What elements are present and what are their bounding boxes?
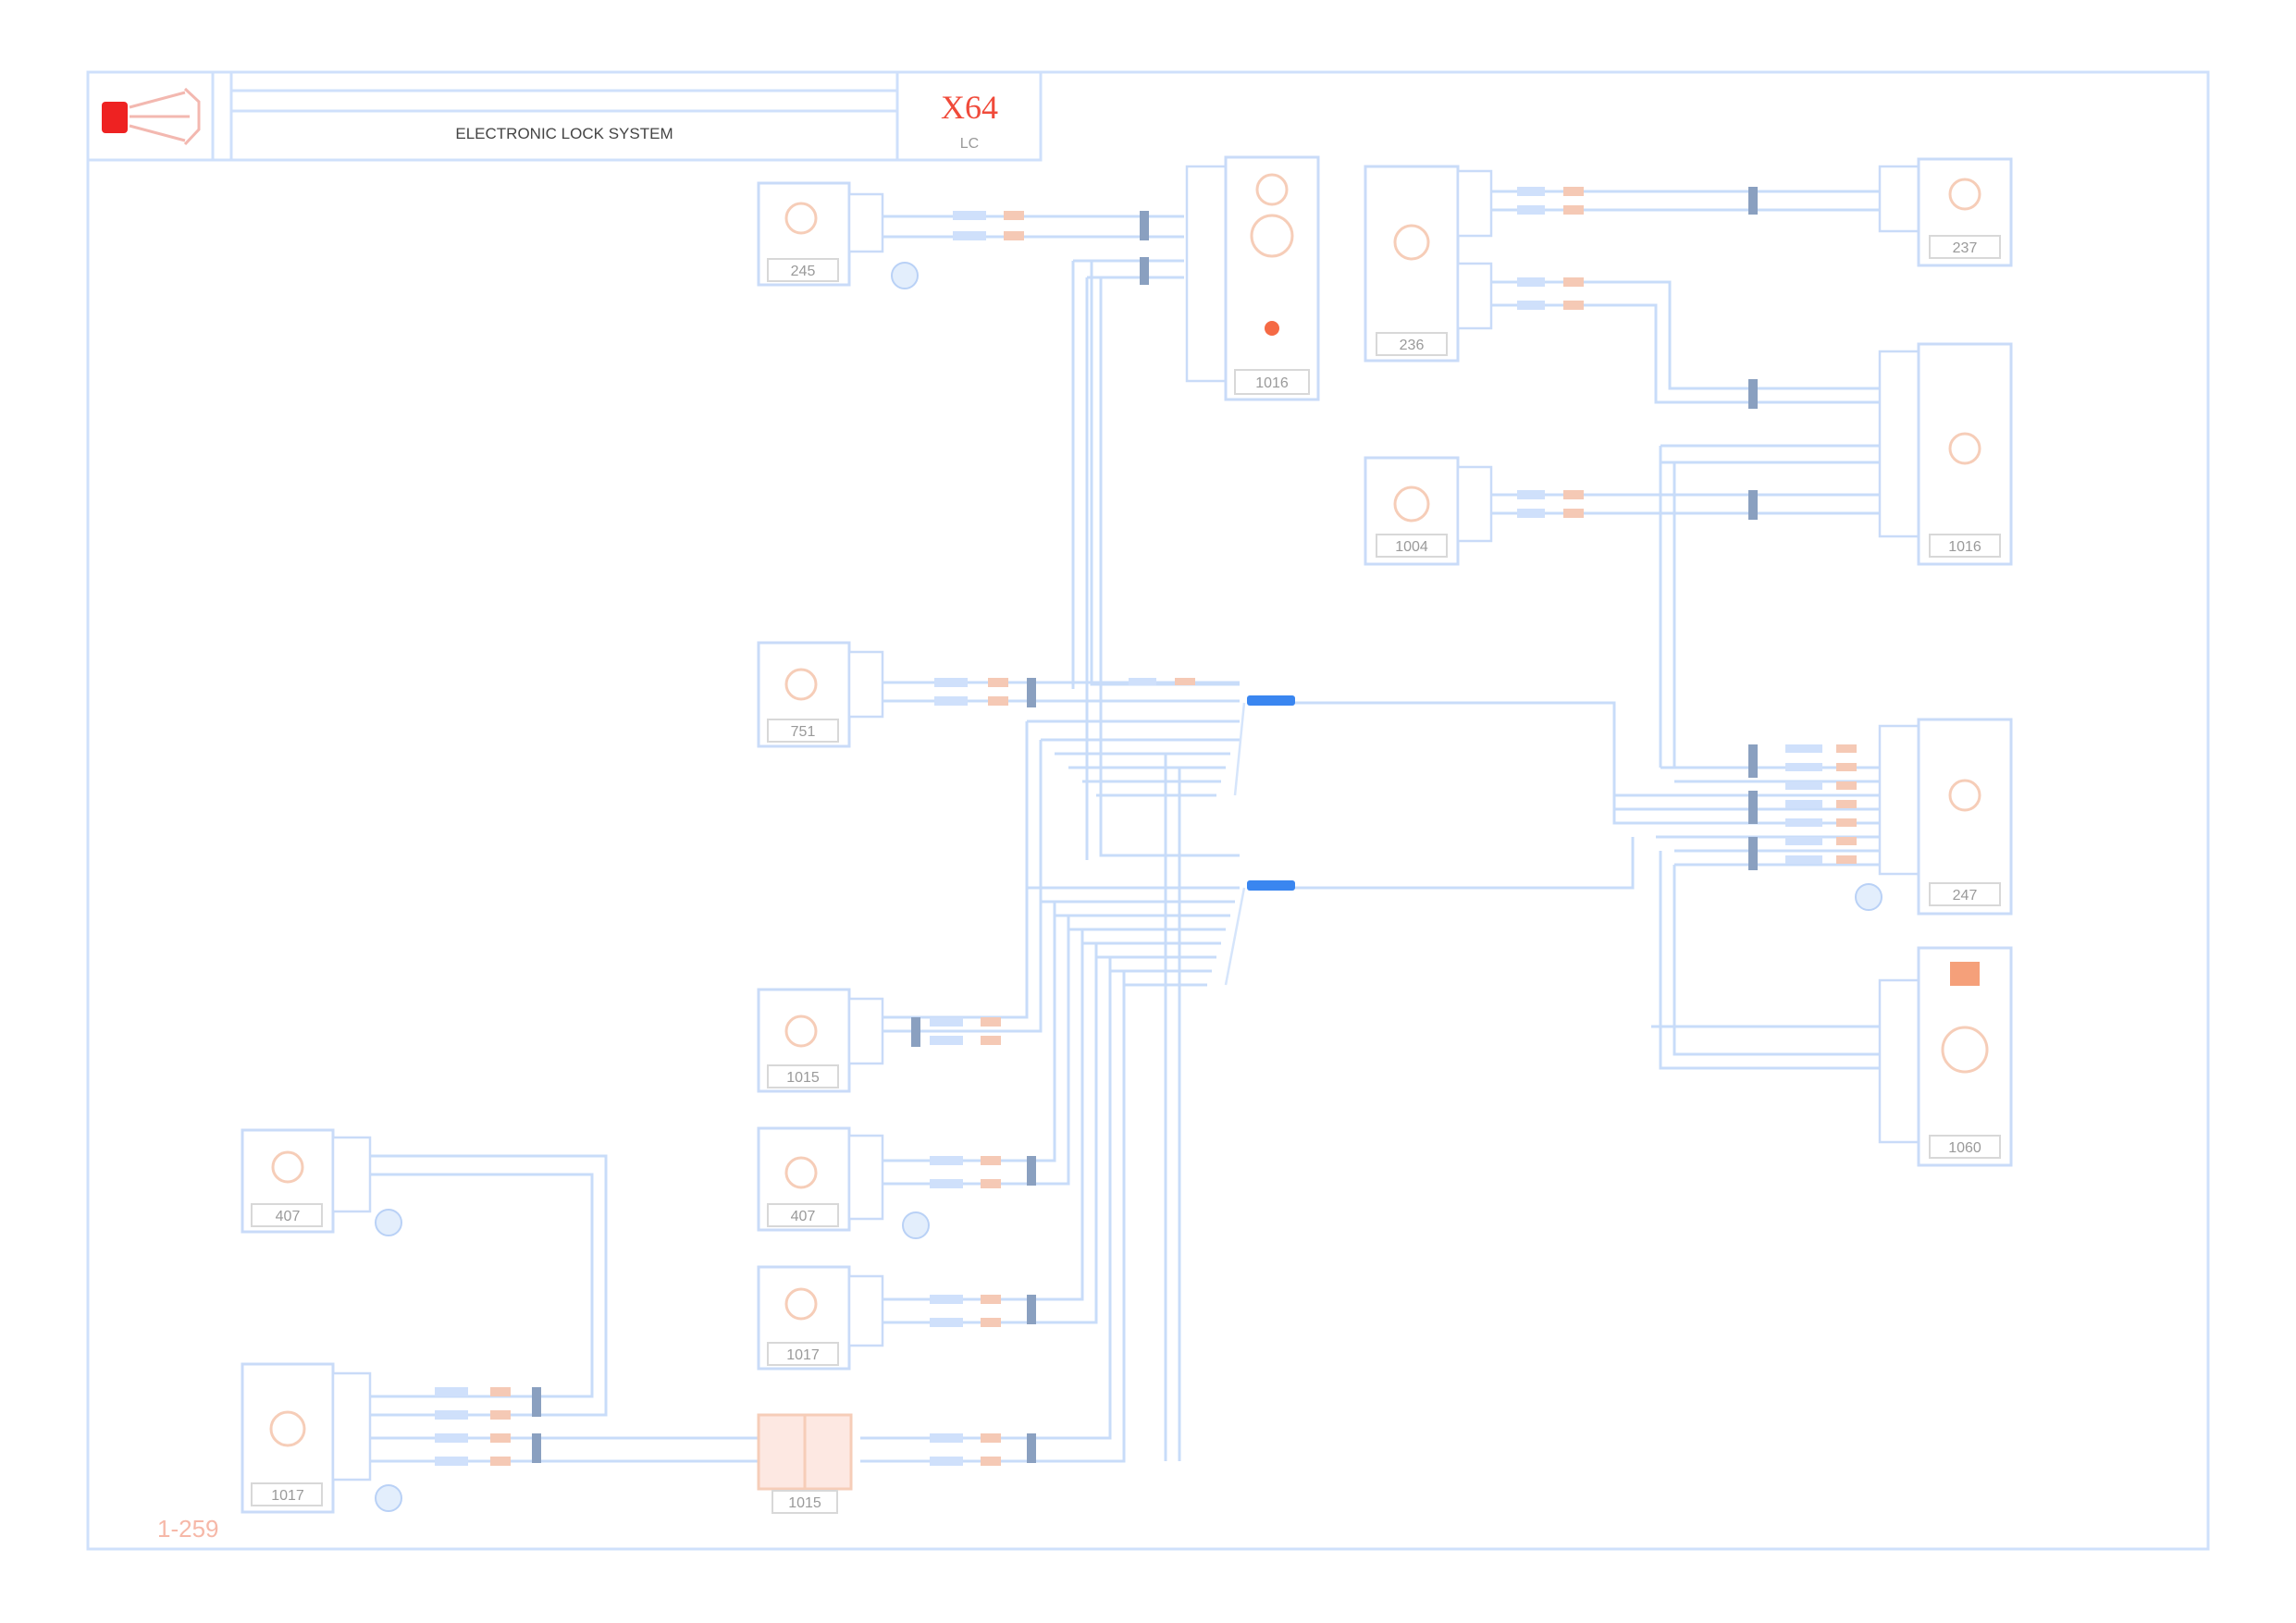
component-label: 236 bbox=[1400, 338, 1425, 353]
component-label: 407 bbox=[791, 1209, 816, 1224]
component-label: 1015 bbox=[788, 1495, 821, 1511]
component-236[interactable]: 236 bbox=[1364, 165, 1493, 363]
wire-codes bbox=[435, 187, 1857, 1466]
component-label: 1016 bbox=[1948, 539, 1981, 555]
component-label: 407 bbox=[276, 1209, 301, 1224]
brand-logo-icon bbox=[102, 87, 201, 146]
component-1017[interactable]: 1017 bbox=[757, 1265, 884, 1371]
ground-icon bbox=[902, 1211, 930, 1239]
splice-markers bbox=[532, 187, 1758, 1463]
component-247[interactable]: 247 bbox=[1855, 718, 2013, 916]
component-1015[interactable]: 1015 bbox=[757, 988, 884, 1093]
component-label: 247 bbox=[1953, 888, 1978, 904]
component-label: 1016 bbox=[1255, 375, 1289, 391]
component-label: 1004 bbox=[1395, 539, 1428, 555]
wire-harness bbox=[370, 190, 1887, 1463]
ground-icon bbox=[891, 262, 919, 289]
diagram-frame bbox=[86, 70, 2210, 1551]
component-1017-left[interactable]: 1017 bbox=[241, 1362, 402, 1514]
component-label: 245 bbox=[791, 264, 816, 279]
component-1016-top[interactable]: 1016 bbox=[1185, 155, 1320, 401]
title-block bbox=[86, 70, 1043, 162]
ground-icon bbox=[375, 1209, 402, 1236]
ground-bus-1 bbox=[1247, 695, 1295, 706]
ground-icon bbox=[1855, 883, 1882, 911]
component-407-left[interactable]: 407 bbox=[241, 1128, 402, 1236]
component-label: 237 bbox=[1953, 240, 1978, 256]
model-sub: LC bbox=[960, 136, 979, 152]
component-label: 751 bbox=[791, 724, 816, 740]
component-label: 1017 bbox=[271, 1488, 304, 1504]
page-reference: 1-259 bbox=[157, 1515, 219, 1543]
component-1016-right[interactable]: 1016 bbox=[1878, 342, 2013, 566]
component-237[interactable]: 237 bbox=[1878, 157, 2013, 267]
model-code: X64 bbox=[941, 89, 998, 126]
component-1060[interactable]: 1060 bbox=[1878, 946, 2013, 1167]
ground-icon bbox=[375, 1484, 402, 1512]
ground-bus-2 bbox=[1247, 880, 1295, 891]
component-751[interactable]: 751 bbox=[757, 641, 884, 748]
component-407[interactable]: 407 bbox=[757, 1126, 930, 1239]
component-label: 1017 bbox=[786, 1347, 820, 1363]
component-label: 1060 bbox=[1948, 1140, 1981, 1156]
component-label: 1015 bbox=[786, 1070, 820, 1086]
component-fuse-block[interactable]: 1015 bbox=[757, 1413, 853, 1514]
diagram-title: ELECTRONIC LOCK SYSTEM bbox=[455, 125, 673, 142]
component-245[interactable]: 245 bbox=[757, 181, 919, 289]
component-1004[interactable]: 1004 bbox=[1364, 456, 1493, 566]
